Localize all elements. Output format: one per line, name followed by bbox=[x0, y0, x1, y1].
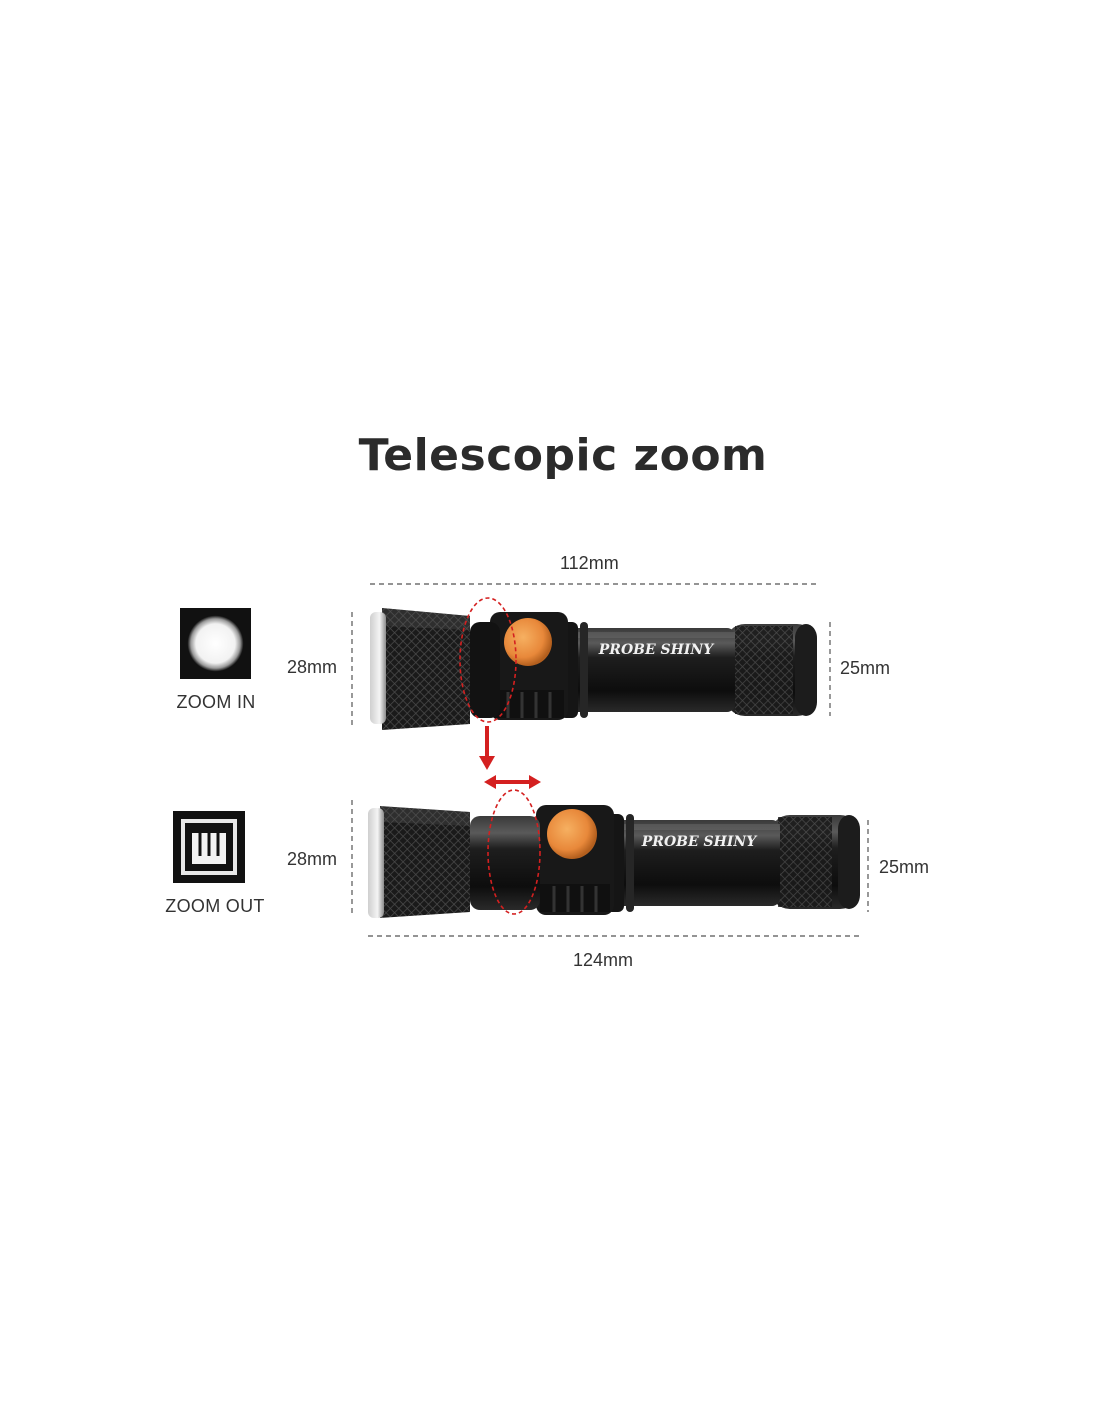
zoom-out-tail-diameter-label: 25mm bbox=[879, 857, 930, 877]
flashlight-zoom-in: PROBE SHINY bbox=[370, 597, 817, 730]
power-button bbox=[504, 618, 552, 666]
zoom-marker-ellipse bbox=[487, 789, 541, 915]
zoom-in-tail-diameter-label: 25mm bbox=[840, 658, 891, 678]
zoom-in-head-diameter-label: 28mm bbox=[287, 657, 338, 677]
page-title: Telescopic zoom bbox=[358, 430, 768, 481]
zoom-out-label: ZOOM OUT bbox=[165, 896, 265, 916]
zoom-out-head-diameter-label: 28mm bbox=[287, 849, 338, 869]
brand-logo-zoom-out: PROBE SHINY bbox=[641, 834, 758, 850]
zoom-in-length-label: 112mm bbox=[560, 553, 619, 573]
spot-beam-icon bbox=[180, 608, 251, 679]
zoom-in-label: ZOOM IN bbox=[176, 692, 256, 712]
zoom-direction-arrows bbox=[479, 726, 541, 789]
flood-beam-icon bbox=[173, 811, 245, 883]
zoom-out-length-label: 124mm bbox=[573, 950, 634, 970]
zoom-marker-ellipse bbox=[459, 597, 517, 723]
dimension-lines bbox=[351, 583, 869, 937]
flashlight-zoom-out: PROBE SHINY bbox=[368, 789, 860, 918]
power-button bbox=[547, 809, 597, 859]
brand-logo-zoom-in: PROBE SHINY bbox=[598, 642, 715, 658]
